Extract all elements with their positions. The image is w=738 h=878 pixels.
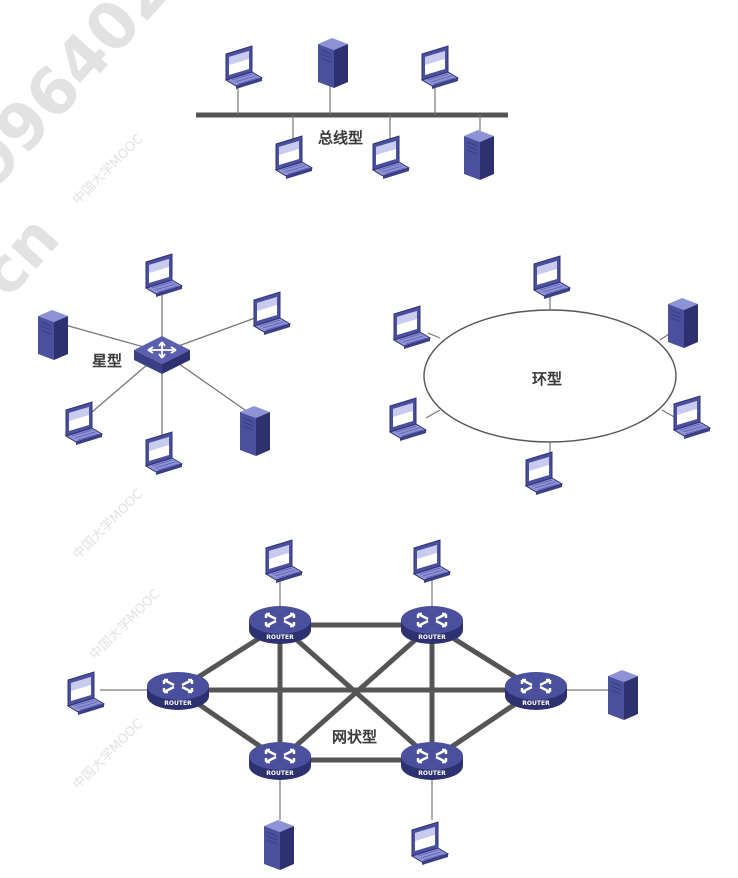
laptop-icon xyxy=(145,431,183,476)
router-label: ROUTER xyxy=(164,700,192,707)
laptop-icon xyxy=(253,291,291,336)
server-icon xyxy=(263,819,295,871)
router-label: ROUTER xyxy=(266,634,294,641)
router-icon: ROUTER xyxy=(145,670,211,712)
watermark-small: 中国大学MOOC xyxy=(87,586,164,663)
ring-topology-label: 环型 xyxy=(532,370,563,388)
server-icon xyxy=(607,669,639,721)
laptop-icon xyxy=(372,135,410,180)
router-icon: ROUTER xyxy=(399,604,465,646)
laptop-icon xyxy=(225,45,263,90)
server-icon xyxy=(463,129,495,181)
router-label: ROUTER xyxy=(522,700,550,707)
server-icon xyxy=(317,37,349,89)
server-icon xyxy=(667,297,699,349)
laptop-icon xyxy=(525,451,563,496)
router-label: ROUTER xyxy=(266,770,294,777)
ring-topology xyxy=(389,255,711,496)
laptop-icon xyxy=(673,395,711,440)
bus-topology xyxy=(196,37,508,181)
router-icon: ROUTER xyxy=(247,740,313,782)
router-label: ROUTER xyxy=(418,770,446,777)
mesh-topology: ROUTER ROUTER ROUTER ROUTER ROUTER ROUTE… xyxy=(67,539,639,871)
laptop-icon xyxy=(145,253,183,298)
laptop-icon xyxy=(389,397,427,442)
mesh-topology-label: 网状型 xyxy=(332,728,378,746)
router-icon: ROUTER xyxy=(503,670,569,712)
laptop-icon xyxy=(393,305,431,350)
laptop-icon xyxy=(413,539,451,584)
watermark-cn: cn xyxy=(0,201,73,310)
watermark-digits: 996402 xyxy=(0,0,186,201)
router-icon: ROUTER xyxy=(399,740,465,782)
laptop-icon xyxy=(275,135,313,180)
star-topology xyxy=(37,253,291,476)
router-label: ROUTER xyxy=(418,634,446,641)
bus-topology-label: 总线型 xyxy=(318,129,364,147)
server-icon xyxy=(239,405,271,457)
watermark-small: 中国大学MOOC xyxy=(70,131,147,208)
watermark-small: 中国大学MOOC xyxy=(70,716,147,793)
server-icon xyxy=(37,309,69,361)
star-topology-label: 星型 xyxy=(92,352,123,370)
watermark-small: 中国大学MOOC xyxy=(70,486,147,563)
laptop-icon xyxy=(67,671,105,716)
router-icon: ROUTER xyxy=(247,604,313,646)
laptop-icon xyxy=(533,255,571,300)
laptop-icon xyxy=(265,539,303,584)
laptop-icon xyxy=(411,821,449,866)
laptop-icon xyxy=(421,45,459,90)
